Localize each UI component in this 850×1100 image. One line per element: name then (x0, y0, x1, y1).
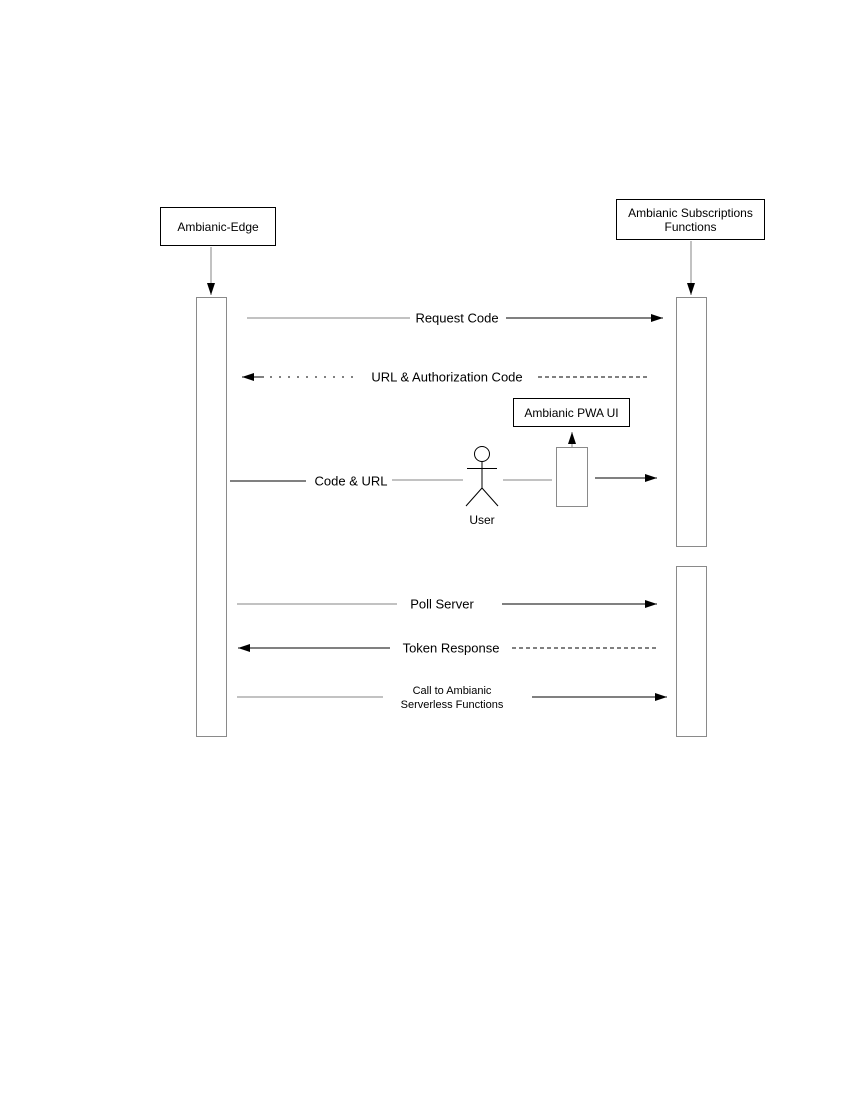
user-head (474, 446, 490, 462)
message-label-call-serverless: Call to Ambianic Serverless Functions (400, 685, 504, 711)
user-leg-right (481, 487, 499, 507)
actor-box-ambianic-edge: Ambianic-Edge (160, 207, 276, 246)
activation-bar-subscriptions-2 (676, 566, 707, 737)
message-label-poll-server: Poll Server (410, 596, 474, 612)
actor-label-ambianic-edge: Ambianic-Edge (177, 219, 259, 234)
user-stick-figure (465, 446, 499, 507)
message-label-url-auth: URL & Authorization Code (371, 369, 523, 385)
message-label-token-response: Token Response (402, 640, 500, 656)
activation-bar-edge (196, 297, 227, 737)
activation-bar-subscriptions-1 (676, 297, 707, 547)
actor-label-ambianic-pwa-ui: Ambianic PWA UI (524, 405, 619, 420)
activation-bar-pwa (556, 447, 588, 507)
message-label-request-code: Request Code (415, 310, 499, 326)
user-label: User (469, 513, 495, 527)
message-label-code-url: Code & URL (314, 473, 388, 489)
actor-box-ambianic-subscriptions: Ambianic Subscriptions Functions (616, 199, 765, 240)
user-leg-left (465, 487, 483, 507)
actor-box-ambianic-pwa-ui: Ambianic PWA UI (513, 398, 630, 427)
actor-label-ambianic-subscriptions: Ambianic Subscriptions Functions (628, 205, 753, 234)
